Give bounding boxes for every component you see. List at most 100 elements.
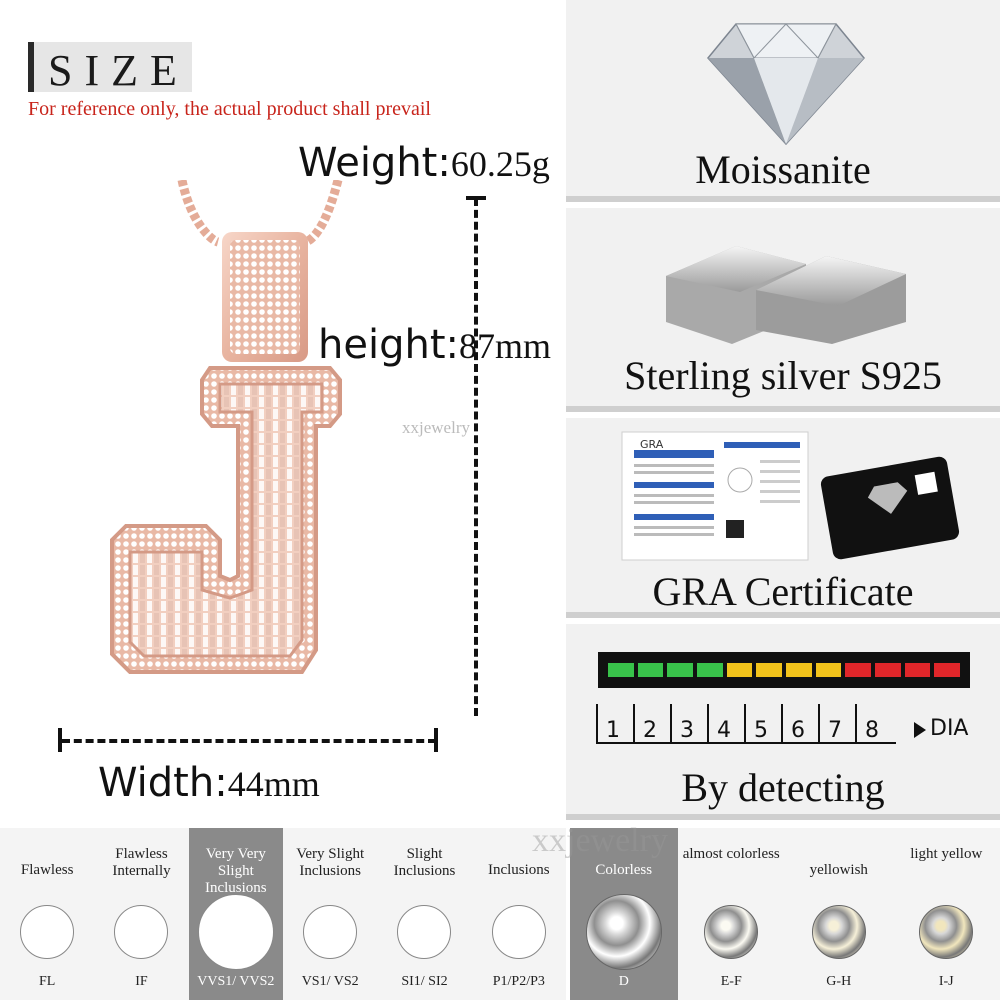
meter-segment [637,663,664,677]
certificate-image [621,431,960,561]
height-label-text: height: [318,322,459,368]
diamond-icon [303,905,358,959]
meter-segment [786,663,812,677]
grade-title: almost colorless [682,846,780,862]
silver-card: Sterling silver S925 [566,208,1000,412]
gra-certificate-card: GRA GRA Certificate [566,418,1000,618]
grade-title: Very Very Slight Inclusions [204,846,267,896]
size-panel: SIZE For reference only, the actual prod… [0,0,565,828]
scale-tick: 6 [781,704,818,744]
weight-label-text: Weight: [298,140,451,186]
grade-title: Flawless [20,862,74,878]
moissanite-card: Moissanite [566,0,1000,202]
width-line-cap-right [434,728,438,752]
silver-bars-icon [666,246,906,344]
meter-segment [815,663,842,677]
scale-number: 6 [791,718,805,743]
grade-title: Colorless [595,862,653,878]
grade-title: yellowish [809,862,868,878]
meter-segment [608,663,634,677]
grade-code: VVS1/ VVS2 [197,974,275,989]
width-label-text: Width: [98,760,228,806]
diamond-icon [707,23,865,146]
grade-code: FL [38,974,56,989]
diamond-icon [919,905,974,959]
diamond-icon [811,905,866,959]
detector-meter [598,652,970,688]
meter-segment [934,663,961,677]
grade-code: P1/P2/P3 [492,974,545,989]
meter-segment [756,663,783,677]
grade-code: G-H [826,974,852,989]
scale-tick: 2 [633,704,670,744]
meter-segment [845,663,872,677]
height-label: height:87mm [318,322,551,368]
scale-number: 5 [754,718,768,743]
diamond-icon [397,905,452,959]
diamond-icon [704,905,759,959]
scale-number: 3 [680,718,694,743]
width-label: Width:44mm [98,760,320,806]
meter-segment [697,663,723,677]
grade-title: Slight Inclusions [393,846,456,879]
meter-segment [726,663,753,677]
grade-title: Very Slight Inclusions [296,846,365,879]
scale-tick: 7 [818,704,855,744]
scale-number: 1 [606,718,620,743]
height-dimension-line [474,198,478,716]
silver-caption: Sterling silver S925 [624,353,942,398]
height-value: 87mm [458,326,551,366]
arrow-right-icon [914,722,926,738]
grade-title: Inclusions [487,862,550,878]
reference-note: For reference only, the actual product s… [28,98,431,120]
grade-code: SI1/ SI2 [401,974,448,989]
watermark: xxjewelry [402,418,470,437]
width-dimension-line [62,739,436,743]
meter-segment [904,663,931,677]
dia-label: DIA [930,716,969,741]
diamond-icon [114,905,169,959]
scale-tick: 3 [670,704,707,744]
scale-number: 2 [643,718,657,743]
diamond-icon [197,894,274,970]
grade-title: Flawless Internally [112,846,171,879]
moissanite-caption: Moissanite [695,147,871,192]
scale-tick: 1 [596,704,633,744]
weight-value: 60.25g [450,144,550,184]
scale-tick: 8 [855,704,892,744]
size-title-box [28,42,192,92]
diamond-icon [491,905,546,959]
certificate-badge: GRA [640,438,664,451]
scale-number: 4 [717,718,731,743]
grade-title: light yellow [910,846,983,862]
weight-label: Weight:60.25g [298,140,550,186]
scale-tick: 5 [744,704,781,744]
grade-code: D [618,974,629,989]
scale-number: 7 [828,718,842,743]
detect-caption: By detecting [681,765,885,810]
size-title: SIZE [48,46,189,95]
grade-code: E-F [720,974,742,989]
meter-segment [667,663,694,677]
watermark-overlay: xxjewelry [532,822,668,859]
diamond-icon [585,894,662,970]
grade-code: I-J [938,974,954,989]
diamond-icon [20,905,75,959]
detector-scale-line [596,742,896,744]
width-value: 44mm [227,764,320,804]
pendant-image [110,180,343,674]
grade-code: IF [135,974,148,989]
gra-caption: GRA Certificate [652,569,914,614]
